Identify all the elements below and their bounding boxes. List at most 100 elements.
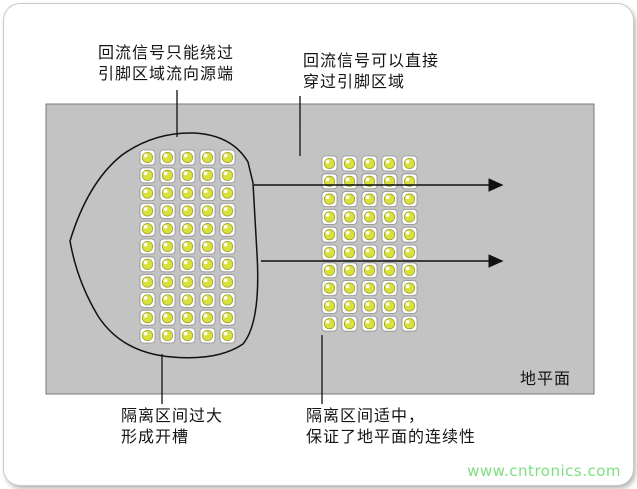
annotation-line: 回流信号可以直接: [303, 51, 440, 70]
pin-pad: [219, 167, 236, 184]
pin-pad: [321, 280, 338, 297]
pin-pad: [179, 291, 196, 308]
pin-pad: [219, 291, 236, 308]
pin-pad: [159, 220, 176, 237]
pin-pad: [139, 238, 156, 255]
annotation-line: 隔离区间过大: [121, 406, 224, 425]
diagram-stage: 回流信号只能绕过 引脚区域流向源端 回流信号可以直接 穿过引脚区域 隔离区间过大…: [4, 4, 633, 485]
pin-pad: [381, 191, 398, 208]
pin-pad: [159, 291, 176, 308]
pin-pad: [401, 173, 418, 190]
pin-pad: [321, 226, 338, 243]
pin-pad: [341, 297, 358, 314]
pin-pad: [159, 238, 176, 255]
pin-pad: [401, 280, 418, 297]
pin-pad: [139, 309, 156, 326]
figure-card: 回流信号只能绕过 引脚区域流向源端 回流信号可以直接 穿过引脚区域 隔离区间过大…: [4, 4, 633, 485]
ground-plane-label: 地平面: [520, 369, 572, 388]
pin-pad: [139, 220, 156, 237]
ground-slot-contour: [69, 132, 259, 359]
pin-pad: [219, 309, 236, 326]
annotation-line: 引脚区域流向源端: [98, 64, 235, 83]
pin-pad: [139, 327, 156, 344]
pin-pad: [159, 309, 176, 326]
pin-pad: [139, 256, 156, 273]
pin-pad: [381, 226, 398, 243]
pin-pad: [381, 244, 398, 261]
pin-pad: [401, 244, 418, 261]
annotation-return-signal-through: 回流信号可以直接 穿过引脚区域: [303, 50, 439, 92]
pin-pad: [139, 291, 156, 308]
pin-pad: [199, 185, 216, 202]
pin-pad: [199, 238, 216, 255]
pin-pad: [341, 262, 358, 279]
pin-pad: [199, 291, 216, 308]
pin-pad: [179, 149, 196, 166]
pin-pad: [179, 309, 196, 326]
pin-pad: [199, 149, 216, 166]
pin-pad: [381, 280, 398, 297]
pin-pad: [321, 244, 338, 261]
pin-pad: [321, 155, 338, 172]
pin-pad: [401, 226, 418, 243]
pin-pad: [341, 155, 358, 172]
pin-pad: [179, 327, 196, 344]
annotation-line: 穿过引脚区域: [303, 72, 406, 91]
pin-pad: [381, 315, 398, 332]
pin-pad: [321, 297, 338, 314]
pin-pad: [179, 256, 196, 273]
pin-pad: [361, 173, 378, 190]
pin-pad: [361, 155, 378, 172]
pin-pad: [199, 309, 216, 326]
pin-pad: [159, 327, 176, 344]
pin-pad: [159, 202, 176, 219]
pin-pad: [219, 185, 236, 202]
pin-pad: [219, 327, 236, 344]
pin-pad: [179, 202, 196, 219]
pin-pad: [139, 202, 156, 219]
pin-pad: [159, 274, 176, 291]
pin-pad: [361, 244, 378, 261]
pin-pad: [179, 220, 196, 237]
pin-pad: [361, 262, 378, 279]
pin-pad: [401, 262, 418, 279]
ground-plane: [45, 103, 595, 395]
pin-pad: [341, 280, 358, 297]
pin-pad: [341, 191, 358, 208]
pin-pad: [341, 173, 358, 190]
pin-pad: [401, 315, 418, 332]
left-pin-grid: [139, 149, 236, 344]
pin-pad: [159, 185, 176, 202]
pin-pad: [341, 208, 358, 225]
pin-pad: [381, 173, 398, 190]
pin-pad: [179, 185, 196, 202]
pin-pad: [199, 327, 216, 344]
pin-pad: [341, 226, 358, 243]
pin-pad: [159, 149, 176, 166]
pin-pad: [381, 155, 398, 172]
pin-pad: [159, 256, 176, 273]
pin-pad: [139, 274, 156, 291]
pin-pad: [401, 155, 418, 172]
pin-pad: [199, 256, 216, 273]
pin-pad: [381, 208, 398, 225]
pin-pad: [361, 226, 378, 243]
pin-pad: [219, 149, 236, 166]
pin-pad: [139, 149, 156, 166]
pin-pad: [341, 315, 358, 332]
pin-pad: [381, 297, 398, 314]
pin-pad: [361, 315, 378, 332]
pin-pad: [321, 191, 338, 208]
pin-pad: [199, 167, 216, 184]
watermark-url: www.cntronics.com: [467, 462, 621, 480]
pin-pad: [139, 167, 156, 184]
pin-pad: [179, 238, 196, 255]
annotation-slot-too-large: 隔离区间过大 形成开槽: [121, 405, 223, 447]
pin-pad: [199, 202, 216, 219]
pin-pad: [219, 202, 236, 219]
pin-pad: [401, 208, 418, 225]
pin-pad: [219, 238, 236, 255]
pin-pad: [361, 191, 378, 208]
pin-pad: [219, 220, 236, 237]
pin-pad: [321, 208, 338, 225]
